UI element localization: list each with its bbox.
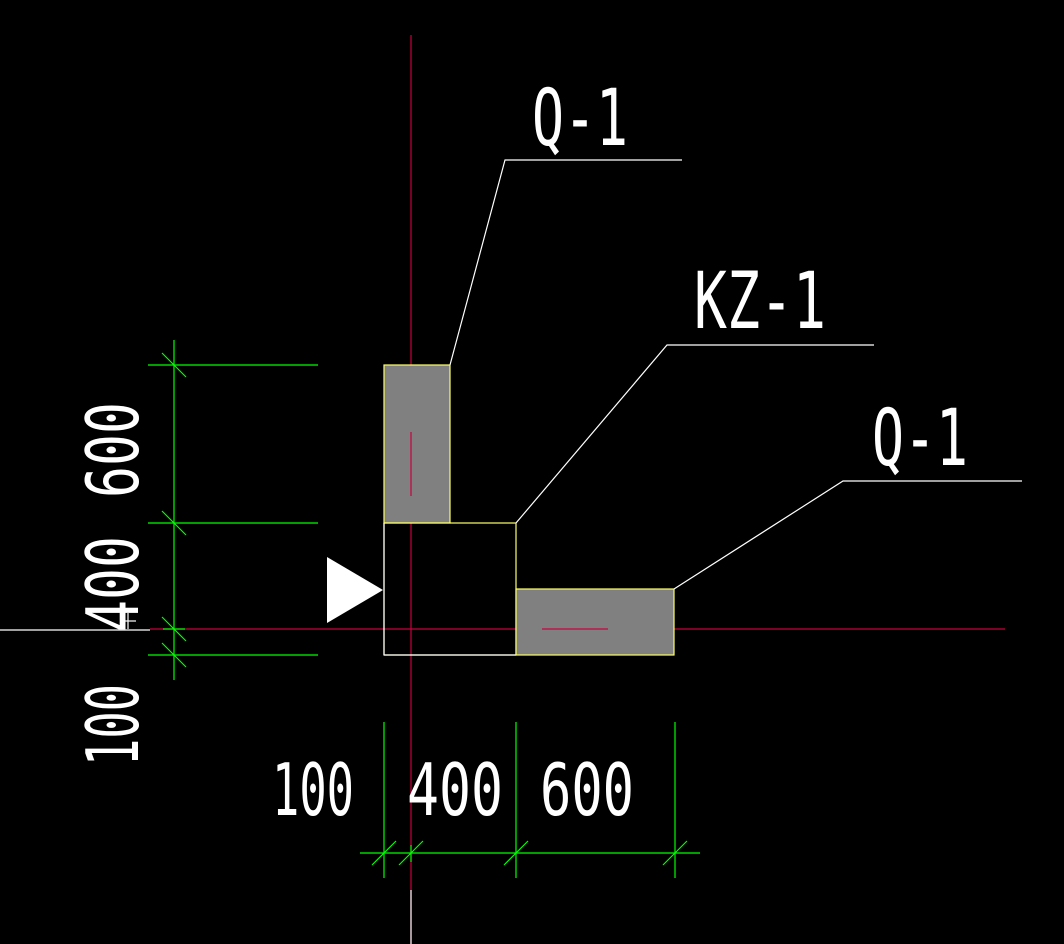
label-wall-right: Q-1: [872, 394, 968, 484]
dim-horizontal-600: 600: [540, 748, 634, 832]
leader-line-column: [515, 344, 874, 524]
leader-line-wall-right: [673, 480, 1022, 590]
label-column: KZ-1: [694, 257, 826, 347]
dim-horizontal-400: 400: [407, 748, 503, 832]
vertical-dimension-chain: [148, 340, 318, 680]
dim-vertical-600: 600: [71, 402, 155, 498]
snap-cursor-icon: [120, 613, 136, 629]
triangle-right-icon: [327, 557, 383, 623]
label-wall-top: Q-1: [532, 74, 628, 164]
wall-top-q1[interactable]: [383, 364, 451, 524]
wall-right-q1[interactable]: [515, 588, 675, 656]
dim-vertical-100: 100: [71, 684, 155, 766]
dim-horizontal-100: 100: [272, 748, 354, 832]
horizontal-dimension-chain: [360, 722, 700, 878]
crosshair-cursor: [0, 629, 412, 944]
leader-line-wall-top: [449, 159, 682, 366]
dim-vertical-400: 400: [71, 536, 155, 632]
column-kz1[interactable]: [383, 522, 517, 656]
